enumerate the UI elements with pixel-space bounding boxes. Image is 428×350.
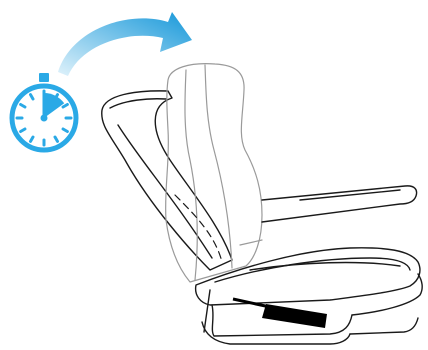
seat-adjust-lever-icon [233, 299, 327, 328]
armrest [262, 186, 417, 222]
curved-arrow-icon [58, 12, 192, 76]
stopwatch-icon [12, 73, 76, 150]
stopwatch-tick [31, 137, 34, 141]
stopwatch-tick [31, 95, 34, 99]
hidden-edge [175, 195, 222, 262]
stopwatch-tick [63, 105, 67, 108]
stopwatch-tick [63, 129, 67, 132]
stopwatch-tick [21, 105, 25, 108]
upright-backrest [166, 64, 262, 282]
stopwatch-tick [21, 129, 25, 132]
stopwatch-elapsed-sector [44, 93, 64, 118]
car-seat-icon [102, 64, 422, 344]
stopwatch-tick [55, 137, 58, 141]
